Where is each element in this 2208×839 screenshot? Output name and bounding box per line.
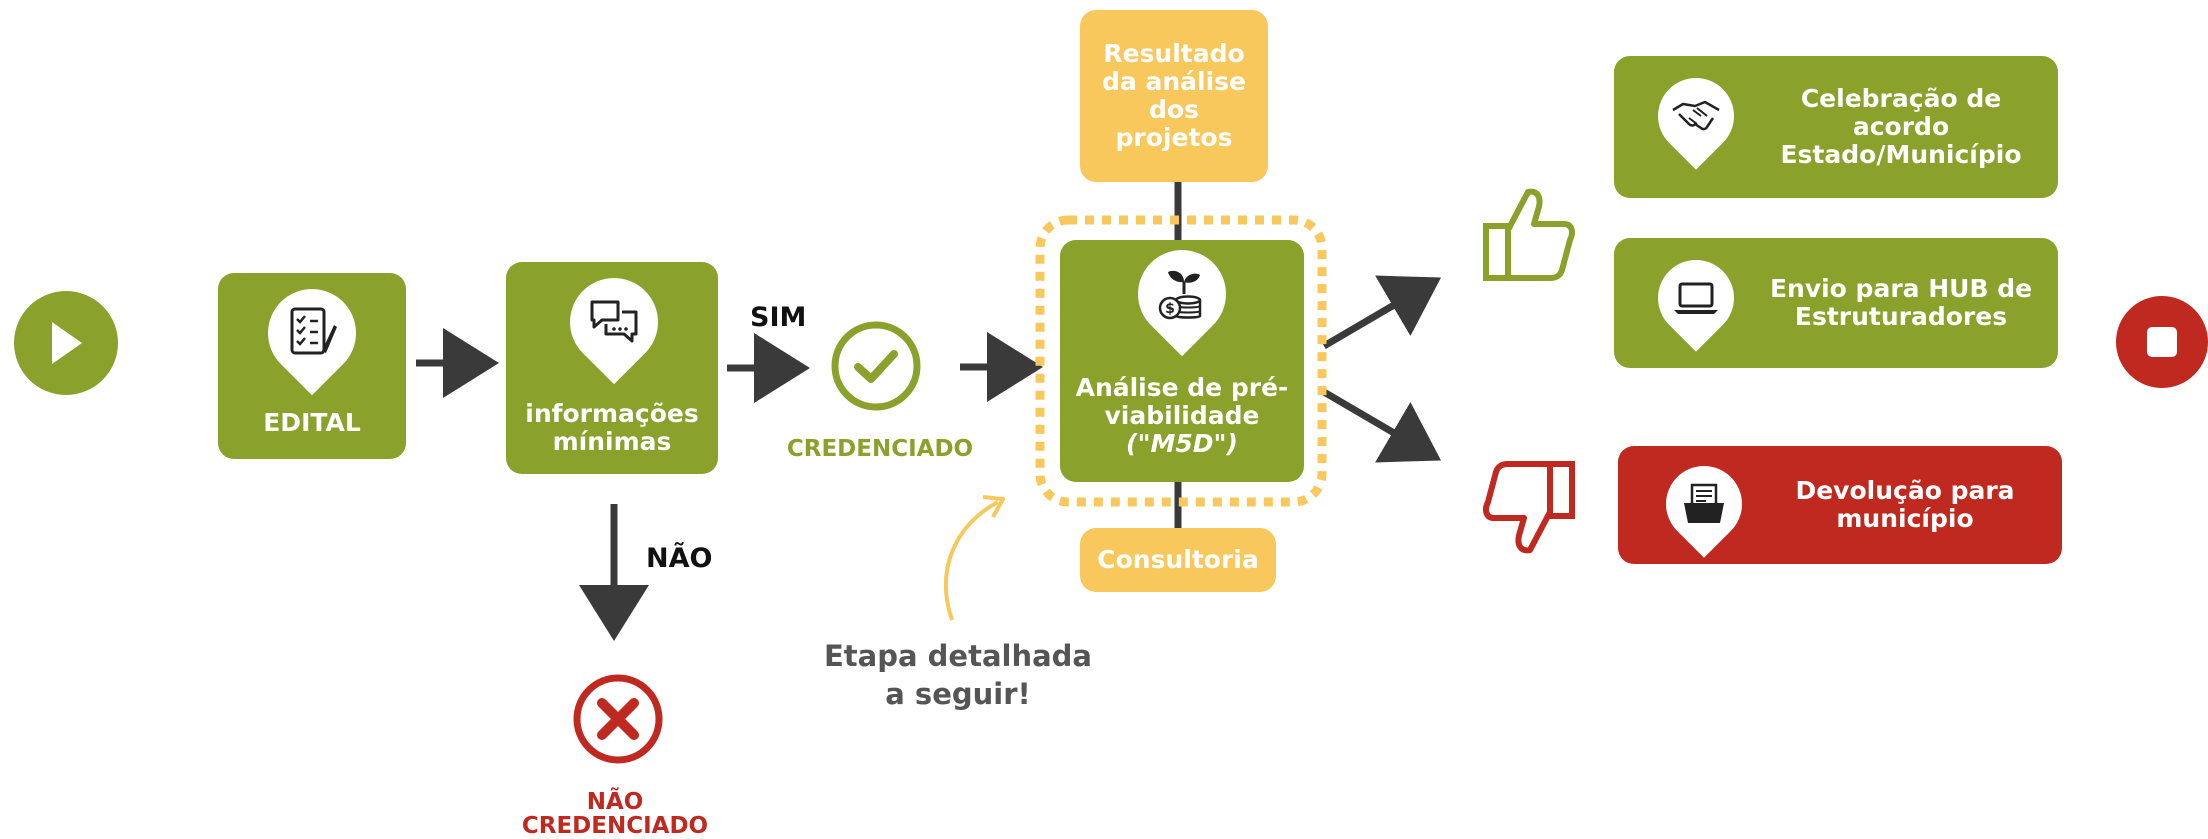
analise-pin: $ [1119, 231, 1245, 357]
stop-icon [2147, 327, 2177, 357]
info-label-line2: mínimas [552, 427, 672, 456]
resultado-line4: projetos [1115, 123, 1233, 152]
analise-highlight-border [1035, 215, 1327, 507]
credenciado-node [830, 320, 922, 412]
sim-label: SIM [750, 302, 807, 333]
resultado-line1: Resultado [1103, 39, 1245, 68]
envio-line1: Envio para HUB de [1769, 274, 2033, 303]
analise-line2: viabilidade [1104, 401, 1260, 430]
play-icon [52, 322, 82, 364]
resultado-box: Resultado da análise dos projetos [1080, 10, 1268, 182]
chat-icon [590, 300, 638, 343]
annotation-line1: Etapa detalhada [823, 639, 1092, 673]
credenciado-label: CREDENCIADO [786, 436, 974, 462]
celebracao-line3: Estado/Município [1780, 140, 2022, 169]
consultoria-box: Consultoria [1080, 528, 1276, 592]
svg-text:$: $ [1165, 301, 1175, 317]
thumbs-up-node [1482, 184, 1576, 282]
edital-label: EDITAL [263, 408, 361, 437]
consultoria-label: Consultoria [1097, 545, 1259, 574]
nao-credenciado-node [572, 673, 664, 765]
celebracao-pin [1642, 62, 1750, 170]
devolucao-line2: município [1836, 504, 1974, 533]
handshake-icon [1672, 100, 1720, 131]
analise-step: Análise de pré- viabilidade ("M5D") [1060, 240, 1304, 482]
thumbs-down-icon [1483, 461, 1575, 554]
celebracao-line1: Celebração de [1800, 84, 2002, 113]
nao-label: NÃO [646, 543, 713, 574]
resultado-line3: dos [1149, 95, 1199, 124]
analise-line1: Análise de pré- [1075, 373, 1289, 402]
annotation-arrow [943, 500, 999, 621]
analise-line3: ("M5D") [1126, 429, 1238, 458]
nao-credenciado-label: NÃO CREDENCIADO [510, 790, 720, 838]
arrow-analise-up [1322, 275, 1442, 350]
devolucao-line1: Devolução para [1795, 476, 2015, 505]
arrow-analise-down [1322, 388, 1442, 463]
info-label-line1: informações [525, 399, 699, 428]
nao-credenciado-line1: NÃO [586, 789, 644, 815]
info-pin [551, 259, 677, 385]
annotation-text: Etapa detalhada a seguir! [808, 637, 1108, 713]
devolucao-pin [1650, 450, 1758, 558]
resultado-line2: da análise [1102, 67, 1246, 96]
x-circle-icon [573, 674, 663, 764]
thumbs-down-node [1482, 460, 1576, 558]
plant-coins-icon: $ [1158, 270, 1202, 320]
laptop-icon [1674, 282, 1718, 314]
envio-pin [1642, 244, 1750, 352]
end-node [2116, 296, 2208, 388]
start-node [14, 291, 118, 395]
edital-pin [249, 270, 375, 396]
thumbs-up-icon [1483, 188, 1575, 281]
envio-line2: Estruturadores [1794, 302, 2008, 331]
checklist-icon [290, 307, 337, 355]
check-circle-icon [831, 321, 921, 411]
annotation-line2: a seguir! [885, 677, 1031, 711]
file-folder-icon [1684, 483, 1724, 523]
celebracao-line2: acordo [1852, 112, 1950, 141]
nao-credenciado-line2: CREDENCIADO [521, 813, 709, 839]
